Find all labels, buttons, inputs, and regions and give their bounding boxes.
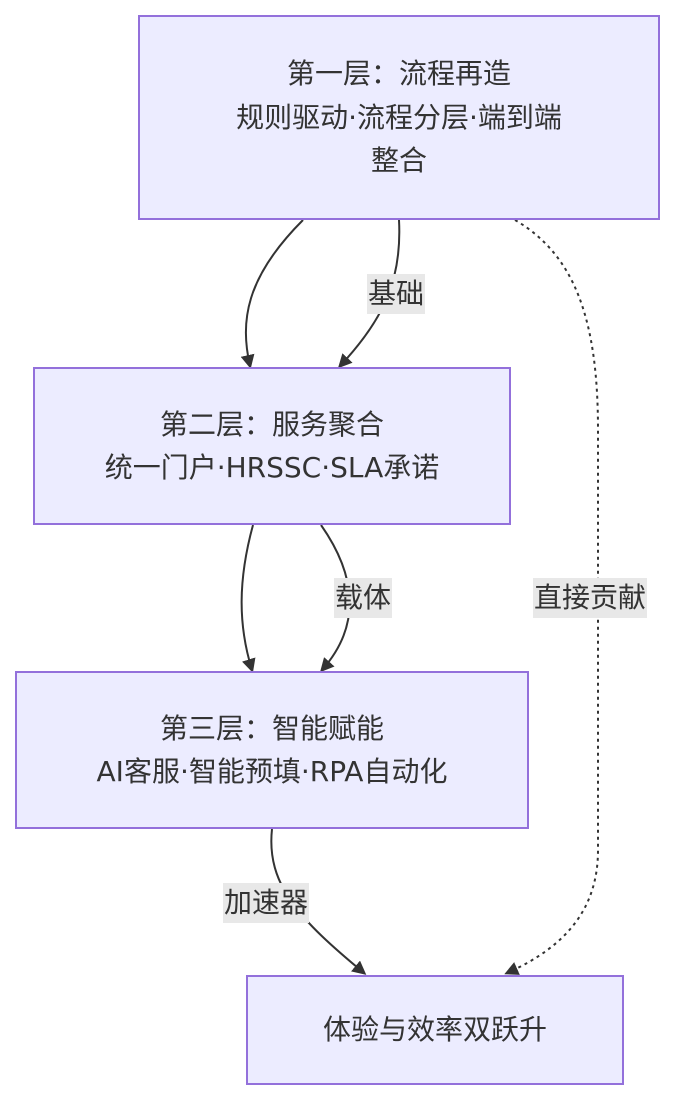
edge-layer1-layer2-left — [240, 219, 304, 369]
node-layer3: 第三层：智能赋能 AI客服·智能预填·RPA自动化 — [15, 671, 529, 829]
edge-label-carrier: 载体 — [334, 578, 393, 618]
node-layer3-detail: AI客服·智能预填·RPA自动化 — [96, 755, 448, 788]
node-layer2-title: 第二层：服务聚合 — [159, 407, 384, 441]
edge-layer1-outcome-dotted — [504, 219, 599, 975]
node-layer3-title: 第三层：智能赋能 — [159, 711, 384, 745]
edge-label-accelerator: 加速器 — [223, 883, 310, 923]
node-layer2-detail: 统一门户·HRSSC·SLA承诺 — [104, 451, 440, 484]
node-layer2: 第二层：服务聚合 统一门户·HRSSC·SLA承诺 — [33, 367, 511, 525]
edge-label-direct-contribution: 直接贡献 — [533, 578, 648, 618]
node-outcome-title: 体验与效率双跃升 — [322, 1013, 547, 1047]
node-layer1: 第一层：流程再造 规则驱动·流程分层·端到端 整合 — [138, 15, 660, 220]
node-outcome: 体验与效率双跃升 — [246, 975, 624, 1085]
node-layer1-detail-line2: 整合 — [370, 144, 427, 178]
edge-layer2-layer3-left — [240, 524, 256, 673]
edge-label-foundation: 基础 — [367, 274, 426, 314]
node-layer1-detail-line1: 规则驱动·流程分层·端到端 — [236, 100, 562, 134]
node-layer1-title: 第一层：流程再造 — [286, 57, 511, 91]
